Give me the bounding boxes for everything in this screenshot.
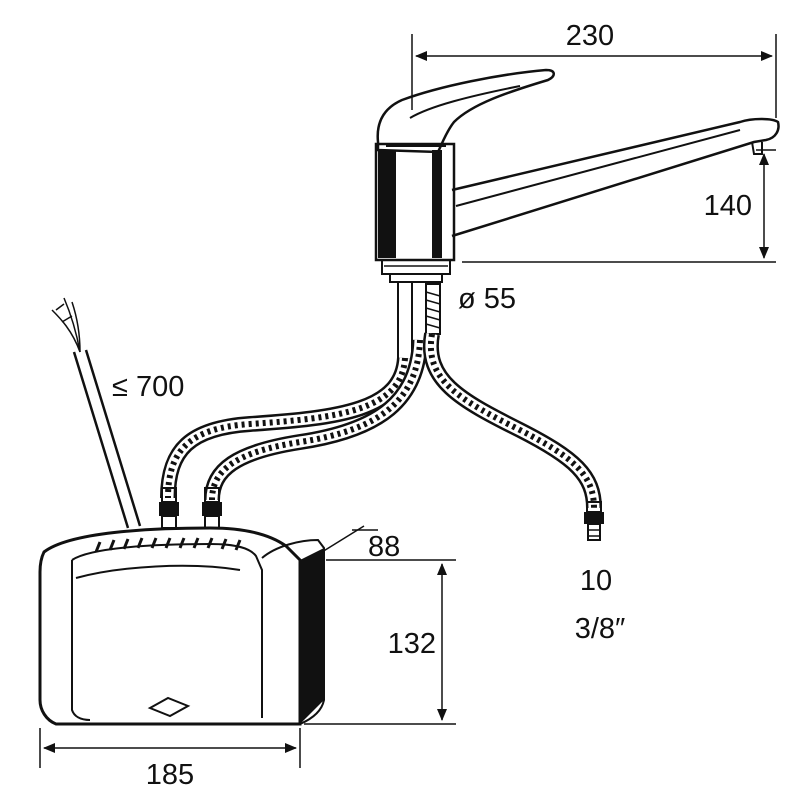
dimension-230: 230 (411, 20, 777, 118)
depth-label: 88 (368, 531, 400, 563)
height-label: 140 (704, 190, 752, 222)
hose-left (160, 357, 413, 499)
heater-front (38, 526, 302, 726)
faucet-lever (376, 68, 555, 154)
dimension-185: 185 (39, 728, 301, 791)
faucet-body (374, 142, 456, 262)
hose-middle (204, 339, 428, 501)
heater-width-label: 185 (146, 759, 194, 791)
heater-vent-slots (94, 537, 242, 553)
connection-size-label: 10 (580, 565, 612, 597)
dimension-88: 88 (321, 525, 400, 563)
dimension-132: 132 (304, 559, 456, 725)
power-cable (51, 297, 142, 529)
hose-right (422, 332, 602, 509)
diameter-label: ø 55 (458, 283, 516, 315)
width-label: 230 (566, 20, 614, 52)
faucet (374, 68, 780, 361)
heater-height-label: 132 (388, 628, 436, 660)
hose-fitting-left (159, 487, 179, 529)
dimension-140: 140 (462, 149, 776, 263)
faucet-base (381, 259, 451, 283)
cable-length-label: ≤ 700 (112, 371, 184, 403)
braided-hoses (160, 332, 602, 509)
water-heater (38, 526, 325, 726)
faucet-spout (451, 117, 780, 238)
heater-logo-icon (147, 696, 191, 718)
thread-size-label: 3/8″ (575, 613, 626, 645)
hose-fitting-right (584, 501, 604, 541)
